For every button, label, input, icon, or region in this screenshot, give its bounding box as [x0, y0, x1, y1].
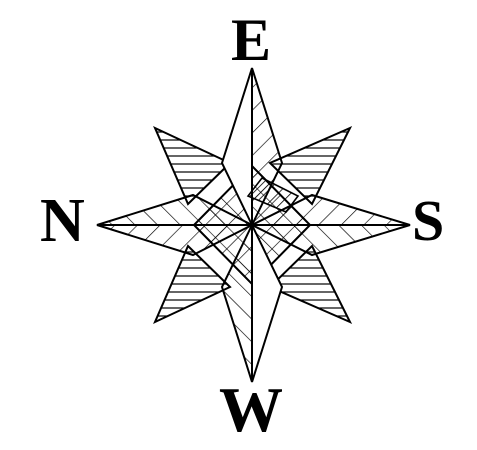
direction-label-top: E — [231, 10, 271, 70]
point-lower-right — [270, 246, 350, 322]
direction-label-bottom: W — [219, 378, 283, 442]
point-upper-left — [155, 128, 230, 204]
direction-label-left: N — [40, 190, 85, 252]
direction-label-right: S — [412, 192, 444, 250]
point-lower-left — [155, 246, 230, 322]
